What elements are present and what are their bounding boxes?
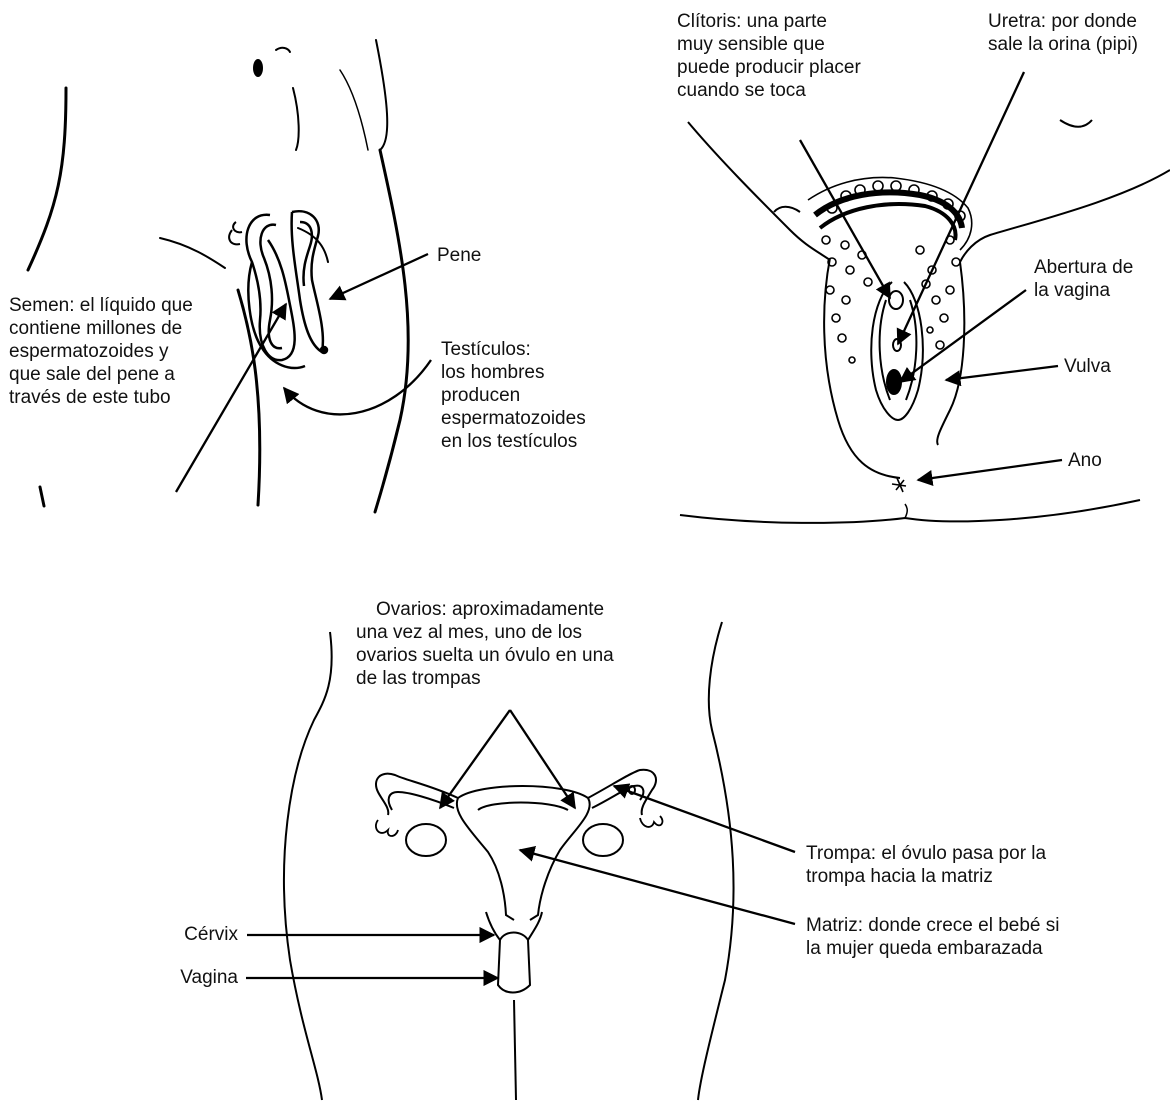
testiculos-pointer — [284, 360, 431, 414]
ovarios-pointer-right — [510, 710, 575, 808]
label-vagina: Vagina — [140, 966, 238, 989]
label-matriz: Matriz: donde crece el bebé si la mujer … — [806, 914, 1059, 960]
uretra-pointer — [898, 72, 1024, 344]
ovarios-pointer-left — [440, 710, 510, 808]
clitoris-pointer — [800, 140, 890, 298]
label-ovarios: Ovarios: aproximadamente una vez al mes,… — [356, 598, 614, 690]
vulva-pointer — [946, 366, 1058, 380]
male-body-drawing — [28, 40, 408, 512]
label-testiculos: Testículos: los hombres producen esperma… — [441, 338, 586, 453]
label-ano: Ano — [1068, 449, 1102, 472]
label-clitoris: Clítoris: una parte muy sensible que pue… — [677, 10, 861, 102]
label-trompa: Trompa: el óvulo pasa por la trompa haci… — [806, 842, 1046, 888]
label-pene: Pene — [437, 244, 481, 267]
matriz-pointer — [520, 850, 795, 924]
label-abertura-vagina: Abertura de la vagina — [1034, 256, 1133, 302]
male-reproductive-organs-drawing — [229, 211, 327, 368]
ano-pointer — [918, 460, 1062, 480]
female-internal-drawing — [284, 622, 734, 1100]
label-uretra: Uretra: por donde sale la orina (pipi) — [988, 10, 1138, 56]
label-cervix: Cérvix — [140, 923, 238, 946]
pene-pointer — [330, 254, 428, 299]
label-vulva: Vulva — [1064, 355, 1111, 378]
label-semen: Semen: el líquido que contiene millones … — [9, 294, 193, 409]
